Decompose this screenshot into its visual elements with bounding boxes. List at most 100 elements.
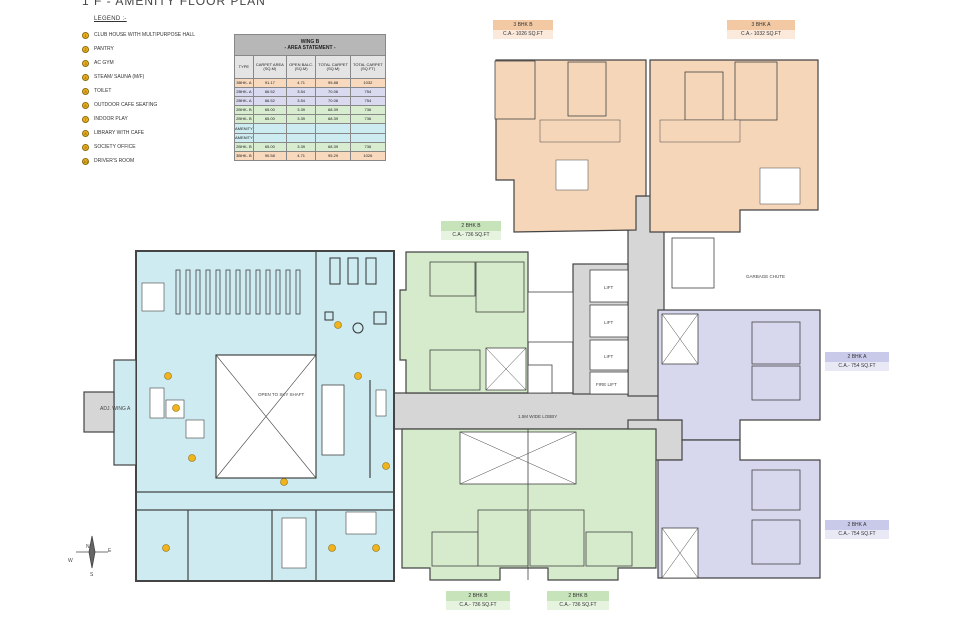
legend-label: AC GYM [94,60,114,66]
legend-marker-icon: 4 [82,73,89,81]
amenity-marker-icon [372,544,380,552]
unit-label-3bhk-a: 3 BHK A C.A.- 1032 SQ.FT [727,20,795,39]
unit-3bhk-a [649,59,819,233]
table-cell: 736 [349,105,387,116]
column-header: TOTAL CARPET (SQ.FT) [349,55,387,79]
amenity-marker-icon [280,478,288,486]
legend-heading: LEGEND :- [94,16,127,22]
lift-label: LIFT [604,354,614,359]
compass-west: W [68,558,73,564]
table-cell: 66.52 [252,87,287,98]
legend-item: 1 CLUB HOUSE WITH MULTIPURPOSE HALL [82,28,232,42]
table-cell: 91.17 [252,77,287,89]
compass-south: S [90,572,94,578]
unit-type: 3 BHK A [727,20,795,30]
legend-marker-icon: 1 [82,31,89,39]
legend-marker-icon: 7 [82,115,89,123]
amenity-marker-icon [164,372,172,380]
unit-area: C.A.- 754 SQ.FT [825,362,889,371]
amenity-marker-icon [382,462,390,470]
legend-label: SOCIETY OFFICE [94,144,136,150]
compass-north: N [86,544,90,550]
table-cell: 65.00 [252,114,287,125]
legend-marker-icon: 2 [82,45,89,53]
column-header: TYPE [234,55,254,79]
unit-area: C.A.- 1032 SQ.FT [727,30,795,39]
legend-label: CLUB HOUSE WITH MULTIPURPOSE HALL [94,32,196,38]
table-header-row: TYPE CARPET AREA (SQ.M) OPEN BALC. (SQ.M… [234,55,387,79]
unit-area: C.A.- 736 SQ.FT [446,601,510,610]
amenity-block [83,250,395,582]
table-cell: 66.52 [252,96,287,107]
adj-wing-label: ADJ. WING A [100,406,131,412]
legend-marker-icon: 6 [82,101,89,109]
compass-icon: N S E W [68,535,112,578]
unit-area: C.A.- 754 SQ.FT [825,530,889,539]
legend-marker-icon: 10 [82,157,89,165]
unit-label-2bhk-a-2: 2 BHK A C.A.- 754 SQ.FT [825,520,889,539]
unit-label-2bhk-b-top: 2 BHK B C.A.- 736 SQ.FT [441,221,501,240]
table-wing: WING B [300,38,320,45]
amenity-marker-icon [162,544,170,552]
legend-marker-icon: 5 [82,87,89,95]
lift-label: LIFT [604,320,614,325]
unit-type: 2 BHK B [547,591,609,601]
shaft-label: OPEN TO SKY SHAFT [258,392,305,397]
legend-label: OUTDOOR CAFE SEATING [94,102,158,108]
legend-item: 10 DRIVER'S ROOM [82,154,232,168]
fire-lift-label: FIRE LIFT [596,382,617,387]
plan-labels: ADJ. WING A 1.5M WIDE LOBBY OPEN TO SKY … [100,274,785,419]
column-header: CARPET AREA (SQ.M) [252,55,287,79]
legend-item: 2 PANTRY [82,42,232,56]
unit-2bhk-a-top [657,309,821,441]
library-shelves [175,269,301,315]
unit-3bhk-b [494,59,647,233]
unit-label-2bhk-b-1: 2 BHK B C.A.- 736 SQ.FT [446,591,510,610]
legend-label: INDOOR PLAY [94,116,128,122]
unit-type: 2 BHK A [825,352,889,362]
garbage-chute-label: GARBAGE CHUTE [746,274,785,279]
legend-marker-icon: 8 [82,129,89,137]
legend-label: STEAM/ SAUNA (M/F) [94,74,145,80]
unit-label-2bhk-b-2: 2 BHK B C.A.- 736 SQ.FT [547,591,609,610]
legend-item: 7 INDOOR PLAY [82,112,232,126]
legend-label: DRIVER'S ROOM [94,158,135,164]
unit-area: C.A.- 1026 SQ.FT [493,30,553,39]
legend-label: PANTRY [94,46,114,52]
lift-label: LIFT [604,285,614,290]
legend-label: TOILET [94,88,112,94]
unit-type: 3 BHK B [493,20,553,30]
column-header: OPEN BALC. (SQ.M) [285,55,317,79]
table-cell: 90.58 [252,150,287,161]
table-cell: 754 [349,87,387,98]
amenity-marker-icon [328,544,336,552]
unit-area: C.A.- 736 SQ.FT [441,231,501,240]
table-cell: 754 [349,96,387,107]
lobby-label: 1.5M WIDE LOBBY [518,414,557,419]
page-title: 1 F - AMENITY FLOOR PLAN [82,0,266,8]
table-cell: 736 [349,114,387,125]
amenity-marker-icon [334,321,342,329]
unit-type: 2 BHK B [446,591,510,601]
unit-type: 2 BHK B [441,221,501,231]
amenity-markers [162,321,390,552]
table-cell: 1026 [349,150,387,161]
legend-item: 6 OUTDOOR CAFE SEATING [82,98,232,112]
lift-core [527,237,715,395]
table-title-row: WING B- AREA STATEMENT - [234,34,386,56]
table-title: WING B- AREA STATEMENT - [234,34,386,56]
legend-marker-icon: 9 [82,143,89,151]
amenity-marker-icon [188,454,196,462]
table-cell: 65.00 [252,105,287,116]
unit-area: C.A.- 736 SQ.FT [547,601,609,610]
